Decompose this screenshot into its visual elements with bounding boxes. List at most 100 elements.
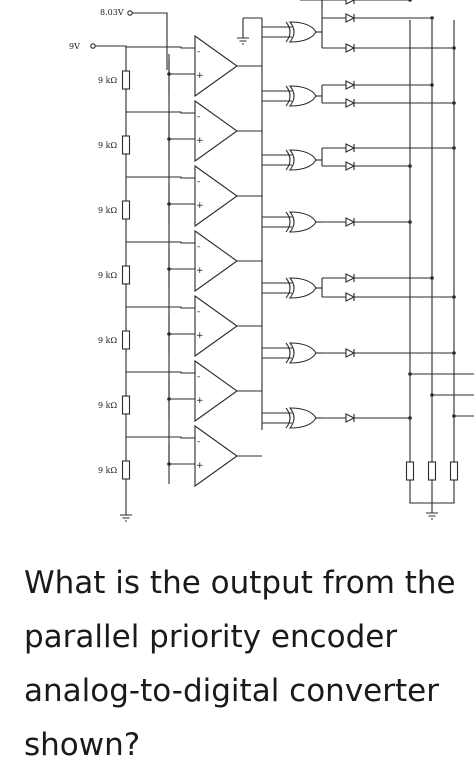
xor-input-wire xyxy=(262,154,292,166)
comparator-plus-sign: + xyxy=(196,331,204,341)
vref-label: 8.03V xyxy=(100,8,124,17)
ladder-ground-icon xyxy=(120,514,132,522)
encoder-diode xyxy=(345,98,356,108)
comparator-minus-wire xyxy=(126,436,195,439)
xor-input-wire xyxy=(262,412,292,424)
ladder-resistor xyxy=(121,70,131,90)
encoder-diode xyxy=(345,143,356,153)
vref-wire xyxy=(132,12,168,70)
xor-ground-icon xyxy=(237,37,249,45)
xor-input-curve xyxy=(285,21,291,43)
resistor-label: 9 kΩ xyxy=(98,206,117,215)
xor-gate xyxy=(288,211,317,233)
comparator-minus-wire xyxy=(126,306,195,309)
pulldown-ground-wire xyxy=(432,480,455,504)
adc-circuit-diagram: 8.03V 9V 9 kΩ 9 kΩ 9 kΩ 9 kΩ 9 kΩ 9 kΩ 9 kΩ - +… xyxy=(69,0,474,522)
encoder-diode xyxy=(345,13,356,23)
comparator-plus-sign: + xyxy=(196,266,204,276)
xor-gate xyxy=(288,21,317,43)
pulldown-resistor xyxy=(405,461,415,481)
comparator-minus-sign: - xyxy=(197,372,200,382)
comparator-triangle xyxy=(194,229,238,293)
encoder-diode xyxy=(345,217,356,227)
xor-gate xyxy=(288,277,317,299)
comparator-minus-sign: - xyxy=(197,307,200,317)
ladder-resistor xyxy=(121,135,131,155)
pulldown-resistor xyxy=(449,461,459,481)
comparator-minus-wire xyxy=(126,46,195,49)
comparator-plus-sign: + xyxy=(196,71,204,81)
xor-gate xyxy=(288,149,317,171)
xor-gate xyxy=(288,85,317,107)
comparator-triangle xyxy=(194,294,238,358)
xor-input-wire xyxy=(262,26,292,38)
encoder-diode xyxy=(345,413,356,423)
encoder-diode xyxy=(345,80,356,90)
xor-input-curve xyxy=(285,407,291,429)
xor-input-curve xyxy=(285,277,291,299)
resistor-label: 9 kΩ xyxy=(98,141,117,150)
comparator-triangle xyxy=(194,99,238,163)
resistor-label: 9 kΩ xyxy=(98,76,117,85)
comparator-minus-sign: - xyxy=(197,437,200,447)
encoder-ground-icon xyxy=(426,503,438,520)
resistor-label: 9 kΩ xyxy=(98,336,117,345)
pulldown-resistor xyxy=(427,461,437,481)
encoder-diode xyxy=(345,0,356,5)
xor-gate xyxy=(288,342,317,364)
comparator-plus-sign: + xyxy=(196,201,204,211)
comparator-triangle xyxy=(194,164,238,228)
xor-input-wire xyxy=(262,347,292,359)
pulldown-ground-wire xyxy=(409,480,432,504)
comparator-triangle xyxy=(194,424,238,488)
resistor-label: 9 kΩ xyxy=(98,401,117,410)
vref-terminal xyxy=(127,10,133,16)
ladder-resistor xyxy=(121,265,131,285)
resistor-ladder: 9 kΩ 9 kΩ 9 kΩ 9 kΩ 9 kΩ 9 kΩ 9 kΩ xyxy=(98,66,132,522)
comparator-minus-sign: - xyxy=(197,47,200,57)
junction-dot xyxy=(408,0,412,2)
comparator-minus-wire xyxy=(126,241,195,244)
encoder-diode xyxy=(345,348,356,358)
resistor-label: 9 kΩ xyxy=(98,466,117,475)
xor-input-curve xyxy=(285,149,291,171)
comparator-minus-sign: - xyxy=(197,177,200,187)
ladder-resistor xyxy=(121,330,131,350)
comparator-minus-wire xyxy=(126,111,195,114)
junction-dot xyxy=(408,372,412,376)
ladder-resistor xyxy=(121,200,131,220)
encoder-diode xyxy=(345,43,356,53)
comparator-triangle xyxy=(194,34,238,98)
supply-terminal xyxy=(90,43,96,49)
top-frame-wire xyxy=(300,0,323,8)
supply-label: 9V xyxy=(69,42,80,51)
supply-wire xyxy=(95,45,127,66)
junction-dot xyxy=(430,393,434,397)
xor-input-curve xyxy=(285,85,291,107)
comparator-minus-wire xyxy=(126,176,195,179)
diode-encoder-matrix xyxy=(321,0,474,520)
junction-dot xyxy=(452,414,456,418)
comparator-plus-sign: + xyxy=(196,461,204,471)
comparator-minus-sign: - xyxy=(197,242,200,252)
encoder-diode xyxy=(345,273,356,283)
comparator-plus-sign: + xyxy=(196,136,204,146)
comparator-plus-sign: + xyxy=(196,396,204,406)
encoder-diode xyxy=(345,292,356,302)
comparator-minus-sign: - xyxy=(197,112,200,122)
question-text: What is the output from the parallel pri… xyxy=(24,565,456,757)
comparator-triangle xyxy=(194,359,238,423)
resistor-label: 9 kΩ xyxy=(98,271,117,280)
xor-ground-wire xyxy=(242,17,262,38)
xor-gate-bank xyxy=(261,18,322,430)
ladder-resistor xyxy=(121,460,131,480)
junction-dot xyxy=(430,16,434,20)
xor-input-curve xyxy=(285,342,291,364)
xor-input-curve xyxy=(285,211,291,233)
xor-gate xyxy=(288,407,317,429)
xor-input-wire xyxy=(262,216,292,228)
comparator-bank: - + - + - + - + - + - + - + xyxy=(126,34,262,488)
comparator-minus-wire xyxy=(126,371,195,374)
xor-input-wire xyxy=(262,282,292,294)
